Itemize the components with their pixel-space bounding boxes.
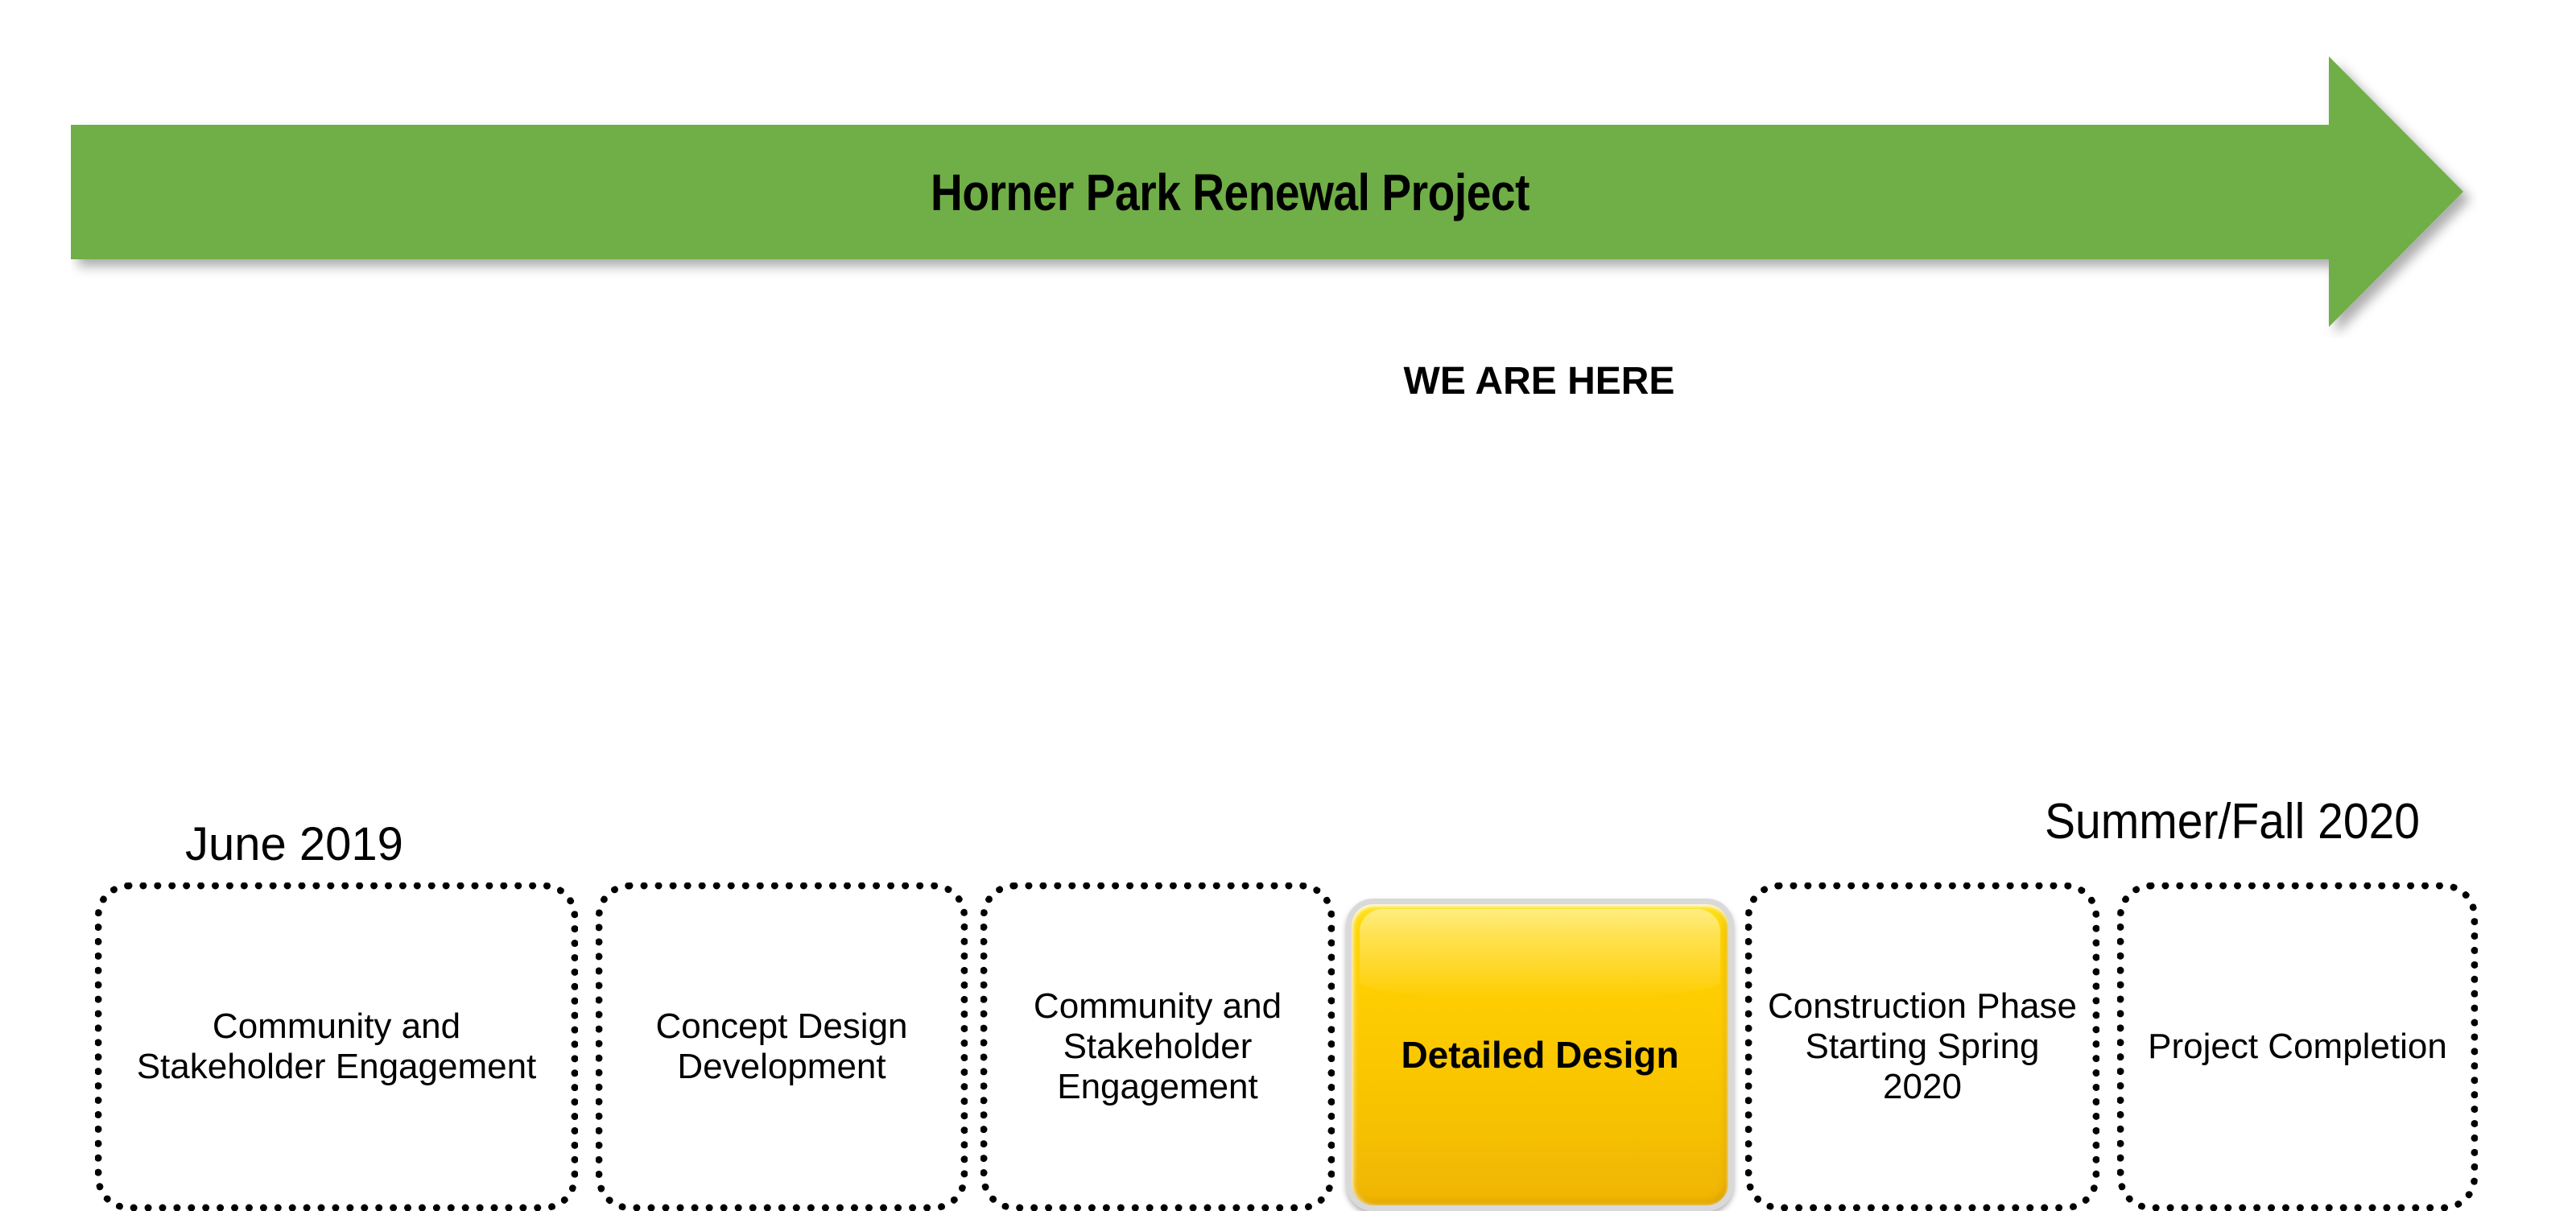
- timeline-stage-community-engagement-2[interactable]: Community and Stakeholder Engagement: [980, 882, 1335, 1211]
- stage-label: Detailed Design: [1401, 1033, 1679, 1076]
- stage-label: Concept Design Development: [655, 1006, 908, 1086]
- stage-label: Construction Phase Starting Spring 2020: [1768, 986, 2077, 1107]
- timeline-stage-community-engagement-1[interactable]: Community and Stakeholder Engagement: [95, 882, 578, 1211]
- timeline-stage-project-completion[interactable]: Project Completion: [2117, 882, 2478, 1211]
- timeline-stage-detailed-design-current[interactable]: Detailed Design: [1346, 899, 1734, 1211]
- gloss-highlight: [1360, 909, 1720, 1000]
- we-are-here-marker: WE ARE HERE: [1403, 360, 1675, 403]
- timeline-end-date: Summer/Fall 2020: [2045, 794, 2421, 849]
- timeline-stage-construction-phase[interactable]: Construction Phase Starting Spring 2020: [1745, 882, 2099, 1211]
- stage-label: Community and Stakeholder Engagement: [136, 1006, 537, 1086]
- timeline-stage-concept-design-development[interactable]: Concept Design Development: [596, 882, 968, 1211]
- arrow-polygon: [71, 56, 2463, 327]
- page-title: Horner Park Renewal Project: [931, 163, 1530, 221]
- project-banner-arrow: [71, 48, 2478, 338]
- arrow-shape-svg: [71, 56, 2463, 327]
- timeline-start-date: June 2019: [185, 818, 403, 870]
- stage-label: Project Completion: [2148, 1026, 2447, 1066]
- stage-label: Community and Stakeholder Engagement: [1033, 986, 1282, 1107]
